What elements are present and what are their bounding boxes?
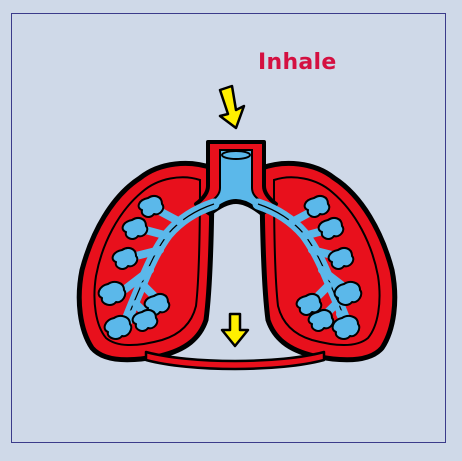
- down-arrow-icon: [222, 314, 248, 346]
- down-arrow-icon: [220, 86, 244, 128]
- trachea-opening: [222, 151, 250, 159]
